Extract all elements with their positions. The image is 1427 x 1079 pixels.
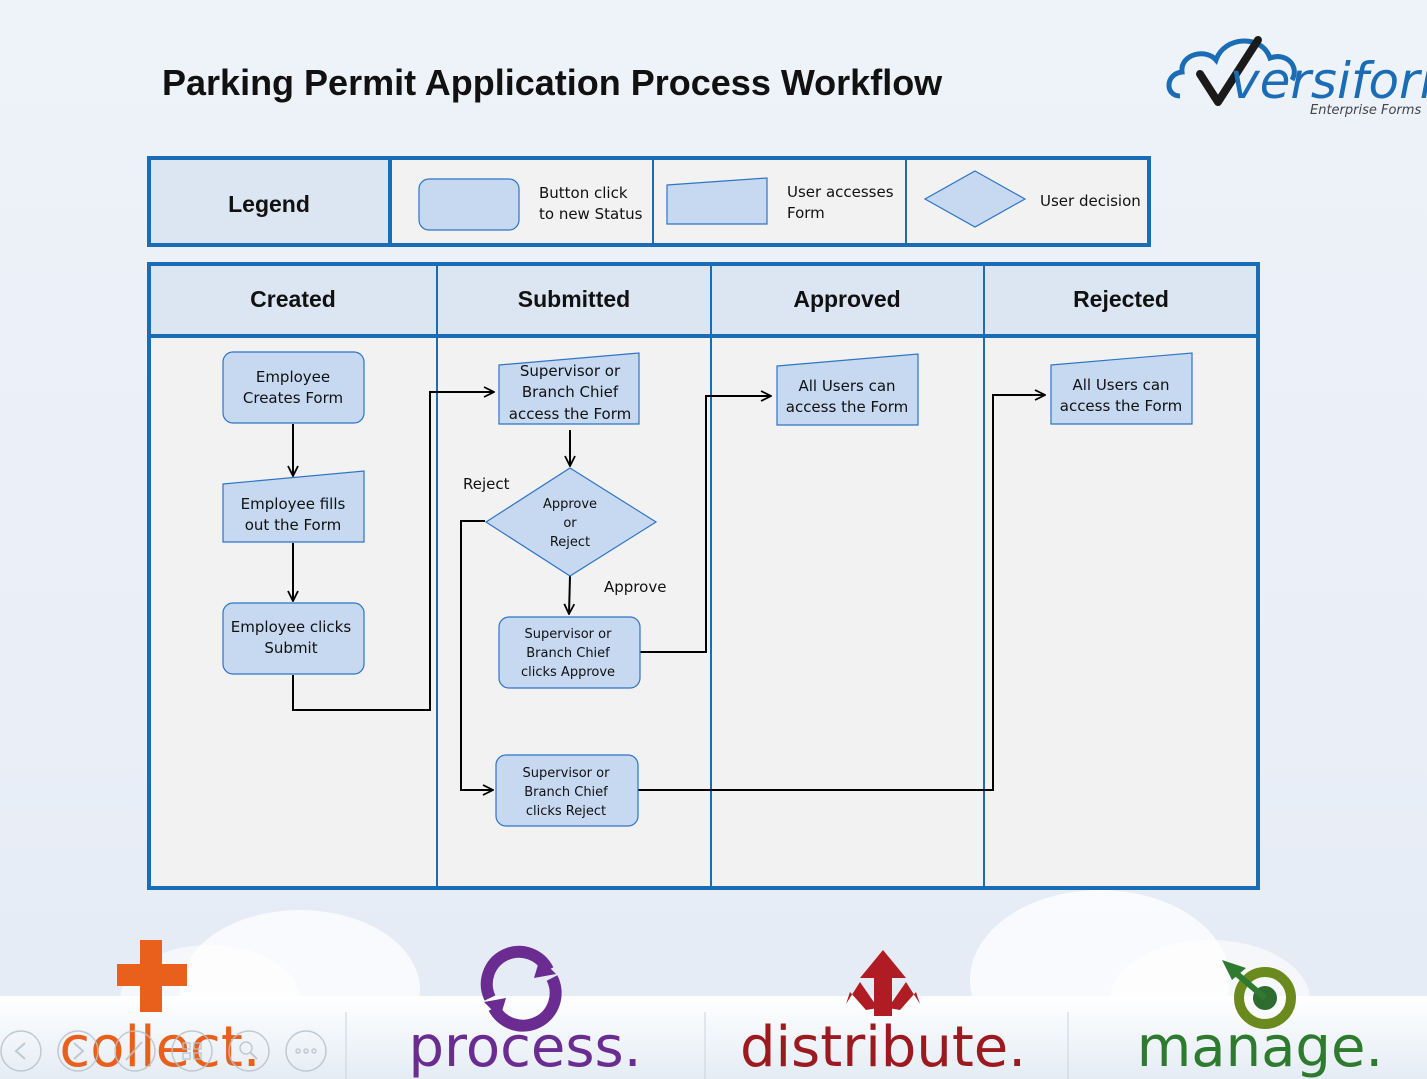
node-supervisor-access-form: Supervisor or Branch Chief access the Fo… (498, 352, 640, 425)
page-title: Parking Permit Application Process Workf… (162, 62, 943, 103)
footer-manage: manage. (1137, 1015, 1383, 1079)
edge-submit-to-supervisor-access (292, 392, 494, 711)
footer-collect: collect. (59, 1015, 260, 1079)
legend-access-shape (666, 177, 768, 225)
lane-header-approved: Approved (793, 286, 900, 312)
svg-text:Supervisor or: Supervisor or (523, 766, 611, 781)
lane-header-created: Created (250, 286, 336, 312)
svg-text:Creates Form: Creates Form (243, 389, 343, 407)
svg-text:Approve: Approve (543, 497, 597, 512)
node-employee-clicks-submit: Employee clicks Submit (222, 602, 365, 675)
svg-text:clicks Reject: clicks Reject (526, 804, 606, 819)
versiform-logo: versiform Enterprise Forms (1166, 36, 1427, 118)
target-arrow-icon (1222, 960, 1296, 1029)
svg-text:Employee: Employee (256, 368, 330, 386)
svg-text:Supervisor or: Supervisor or (520, 362, 621, 380)
zoom-button[interactable] (228, 1030, 270, 1072)
slideshow-controls (0, 1030, 327, 1072)
svg-text:Submit: Submit (264, 639, 317, 657)
svg-text:Branch Chief: Branch Chief (524, 785, 608, 800)
legend-access-label-1: User accesses (787, 183, 894, 201)
lane-header-submitted: Submitted (518, 286, 630, 312)
edge-decision-approve (569, 575, 570, 614)
svg-text:access the Form: access the Form (509, 405, 631, 423)
connectors (293, 392, 1045, 790)
svg-text:Reject: Reject (550, 535, 590, 550)
edge-decision-reject (460, 520, 493, 790)
svg-text:or: or (563, 516, 577, 531)
legend-button-label-2: to new Status (539, 205, 643, 223)
footer-process: process. (409, 1015, 642, 1079)
node-approve-or-reject-decision: Approve or Reject (484, 467, 658, 577)
svg-text:access the Form: access the Form (786, 398, 908, 416)
svg-text:Branch Chief: Branch Chief (522, 383, 619, 401)
svg-text:Employee clicks: Employee clicks (231, 618, 352, 636)
footer-banner: collect. process. distribute. manage. (0, 890, 1427, 1079)
previous-slide-button[interactable] (0, 1030, 42, 1072)
svg-text:access the Form: access the Form (1060, 397, 1182, 415)
node-supervisor-clicks-approve: Supervisor or Branch Chief clicks Approv… (498, 616, 641, 689)
pen-tool-button[interactable] (114, 1030, 156, 1072)
legend-heading: Legend (228, 191, 310, 217)
legend-decision-label: User decision (1040, 192, 1141, 210)
node-rejected-users-access-form: All Users can access the Form (1050, 352, 1193, 425)
node-supervisor-clicks-reject: Supervisor or Branch Chief clicks Reject (495, 754, 639, 827)
node-approved-users-access-form: All Users can access the Form (776, 353, 919, 426)
svg-text:Branch Chief: Branch Chief (526, 646, 610, 661)
legend: Legend Button click to new Status User a… (147, 156, 1151, 247)
svg-text:clicks Approve: clicks Approve (521, 665, 615, 680)
logo-check-icon (1196, 36, 1262, 106)
svg-text:All Users can: All Users can (798, 377, 895, 395)
logo-cloud-icon (1166, 38, 1297, 99)
lane-header-rejected: Rejected (1073, 286, 1169, 312)
edge-label-reject: Reject (463, 475, 510, 493)
legend-decision-shape (923, 170, 1027, 228)
next-slide-button[interactable] (57, 1030, 99, 1072)
split-arrow-icon (846, 950, 920, 1016)
cycle-icon (480, 945, 562, 1032)
node-employee-fills-form: Employee fills out the Form (222, 470, 365, 543)
legend-button-shape (418, 178, 520, 231)
footer-distribute: distribute. (740, 1015, 1026, 1079)
more-options-button[interactable] (285, 1030, 327, 1072)
svg-text:Employee fills: Employee fills (241, 495, 346, 513)
edge-label-approve: Approve (604, 578, 666, 596)
workflow-diagram: Legend Button click to new Status User a… (147, 156, 1260, 890)
legend-access-label-2: Form (787, 204, 825, 222)
plus-icon (117, 940, 187, 1012)
edge-reject-to-rejected (638, 395, 1045, 791)
legend-button-label-1: Button click (539, 184, 628, 202)
svg-text:All Users can: All Users can (1072, 376, 1169, 394)
edge-approve-to-approved (640, 396, 771, 653)
slide-sorter-button[interactable] (171, 1030, 213, 1072)
logo-tagline: Enterprise Forms (1310, 103, 1421, 118)
logo-wordmark: versiform (1230, 52, 1427, 110)
node-employee-creates-form: Employee Creates Form (222, 351, 365, 424)
svg-text:out the Form: out the Form (245, 516, 342, 534)
svg-text:Supervisor or: Supervisor or (525, 627, 613, 642)
